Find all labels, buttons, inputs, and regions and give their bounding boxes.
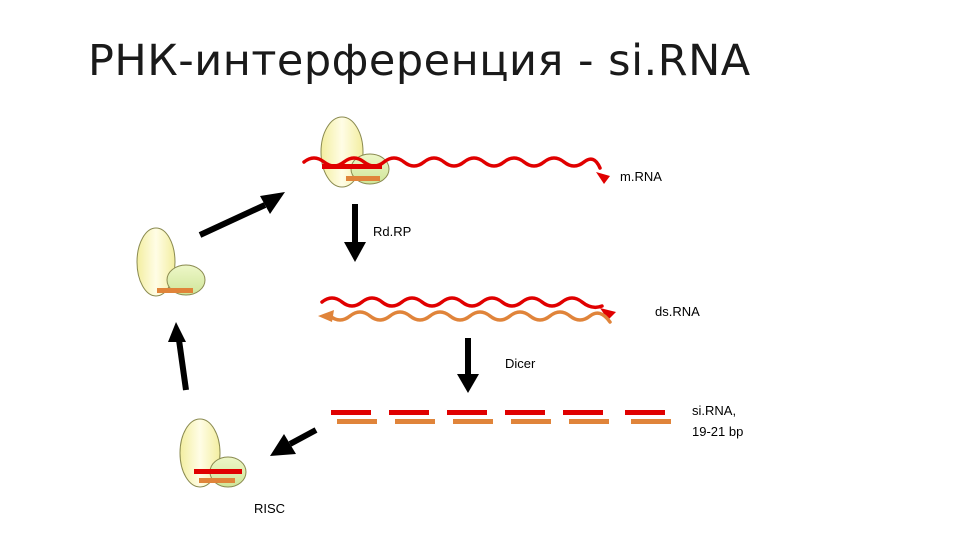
sirna-antisense-6 [631, 419, 671, 424]
ribosome-middle-large-subunit [136, 227, 176, 297]
dicer-arrow [457, 338, 479, 393]
sirna-sense-5 [563, 410, 603, 415]
sirna-antisense-3 [453, 419, 493, 424]
sirna-antisense-1 [337, 419, 377, 424]
sirna-sense-4 [505, 410, 545, 415]
sirna-antisense-4 [511, 419, 551, 424]
sirna-sense-1 [331, 410, 371, 415]
dsrna-sense-arrowhead [600, 308, 616, 320]
mrna-wave [302, 156, 602, 170]
dsrna-label: ds.RNA [655, 304, 700, 319]
bound-sirna-antisense [346, 176, 380, 181]
dsrna-antisense-strand [328, 310, 612, 324]
risc-label: RISC [254, 501, 285, 516]
mrna-arrowhead [596, 172, 610, 184]
risc-sirna-antisense [199, 478, 235, 483]
sirna-sense-2 [389, 410, 429, 415]
sirna-label-line2: 19-21 bp [692, 424, 743, 439]
sirna-sense-6 [625, 410, 665, 415]
sirna-label-line1: si.RNA, [692, 403, 736, 418]
sirna-antisense-5 [569, 419, 609, 424]
mrna-label: m.RNA [620, 169, 662, 184]
dsrna-antisense-arrowhead [318, 310, 334, 322]
risc-complex [179, 418, 247, 488]
ribosome-middle-sirna [157, 288, 193, 293]
sirna-fragments [331, 410, 671, 424]
rdrp-arrow [344, 204, 366, 262]
loading-arrow [270, 427, 318, 456]
dsrna-sense-strand [320, 296, 604, 310]
ribosome-middle [136, 227, 206, 297]
slide-title: РНК-интерференция - si.RNA [88, 36, 751, 86]
sirna-sense-3 [447, 410, 487, 415]
targeting-arrow [198, 192, 285, 238]
sirna-antisense-2 [395, 419, 435, 424]
upward-arrow [168, 322, 189, 391]
dicer-label: Dicer [505, 356, 536, 371]
risc-sirna-sense [194, 469, 242, 474]
dsrna-duplex [318, 296, 616, 324]
rdrp-label: Rd.RP [373, 224, 411, 239]
bound-sirna-sense [322, 164, 382, 169]
mrna-strand [302, 156, 610, 184]
ribosome-middle-small-subunit [166, 264, 206, 296]
